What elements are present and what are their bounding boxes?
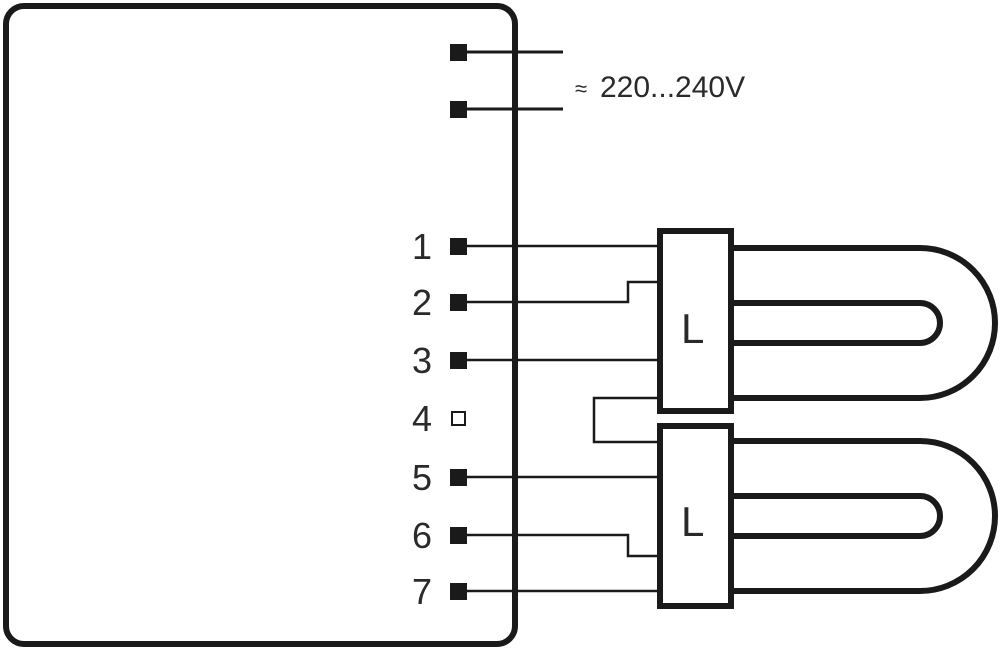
terminal-label-6: 6: [412, 515, 432, 556]
supply-terminal-n: [450, 101, 467, 118]
lamp-1-cap: [657, 228, 734, 414]
supply-terminal-l: [450, 44, 467, 61]
terminal-label-3: 3: [412, 340, 432, 381]
terminal-3: [450, 352, 467, 369]
lamp-1-outer-tube: [731, 245, 999, 401]
lamp-2-outer-tube: [731, 438, 999, 594]
wires: [466, 244, 660, 593]
terminal-label-5: 5: [412, 457, 432, 498]
terminal-5: [450, 469, 467, 486]
lamp-1-inner-tube: [731, 300, 943, 346]
supply-terminals: [450, 44, 563, 118]
terminal-label-1: 1: [412, 226, 432, 267]
lamp-2-cap: [657, 423, 734, 609]
terminal-6: [450, 527, 467, 544]
ballast-box: [3, 3, 518, 647]
terminal-2: [450, 294, 467, 311]
output-terminals: 1 2 3 4 5 6 7: [412, 226, 467, 612]
wire-6: [466, 533, 660, 558]
supply-symbol: ≈: [575, 76, 587, 101]
wire-bridge: [592, 396, 660, 444]
terminal-label-4: 4: [412, 398, 432, 439]
terminal-4: [451, 411, 466, 426]
terminal-label-7: 7: [412, 571, 432, 612]
terminal-1: [450, 238, 467, 255]
lamp-2-cap-label: L: [681, 498, 704, 545]
lamp-2: [657, 423, 999, 609]
lamp-1: [657, 228, 999, 414]
wire-2: [466, 280, 660, 304]
supply-voltage-label: 220...240V: [600, 71, 745, 104]
terminal-7: [450, 583, 467, 600]
terminal-label-2: 2: [412, 282, 432, 323]
lamp-2-inner-tube: [731, 493, 943, 539]
lamp-1-cap-label: L: [681, 305, 704, 352]
